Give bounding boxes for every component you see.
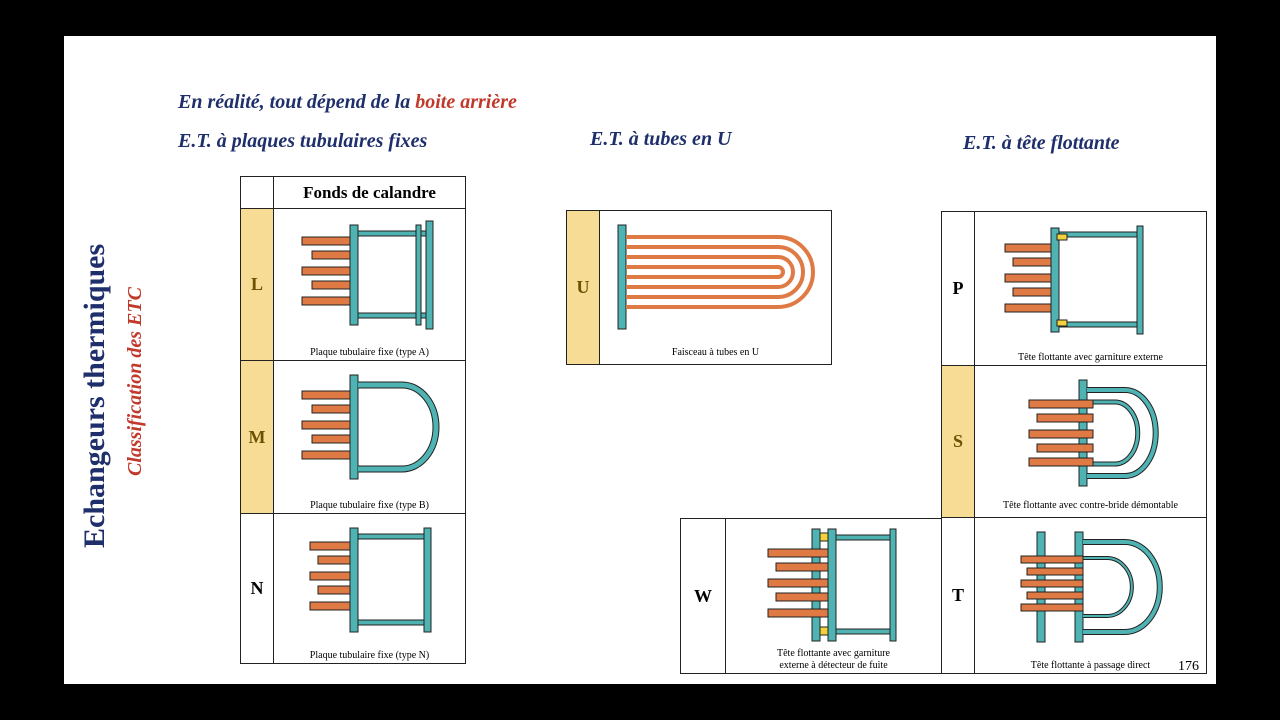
- vertical-subtitle: Classification des ETC: [124, 287, 146, 476]
- caption-W-line2: externe à détecteur de fuite: [779, 660, 888, 671]
- caption-M: Plaque tubulaire fixe (type B): [310, 500, 429, 511]
- row-code-S: S: [941, 365, 975, 518]
- caption-L: Plaque tubulaire fixe (type A): [310, 347, 429, 358]
- col-header-floating: E.T. à tête flottante: [963, 132, 1120, 154]
- vertical-title: Echangeurs thermiques: [78, 243, 111, 548]
- table-header: Fonds de calandre: [273, 176, 466, 209]
- caption-N: Plaque tubulaire fixe (type N): [309, 650, 430, 661]
- diagram-cell-P: Tête flottante avec garniture externe: [974, 211, 1207, 366]
- diagram-L: [301, 220, 434, 330]
- corner-cell: [240, 176, 274, 209]
- diagram-M: [301, 374, 440, 480]
- diagram-cell-L: Plaque tubulaire fixe (type A): [273, 208, 466, 361]
- w-table: W Tête flottante avec garniture: [680, 518, 942, 674]
- page-number: 176: [1178, 659, 1199, 674]
- diagram-W: [767, 528, 897, 642]
- caption-T: Tête flottante à passage direct: [1030, 660, 1151, 671]
- col-header-u-tubes: E.T. à tubes en U: [590, 128, 732, 150]
- diagram-N: [309, 527, 432, 633]
- diagram-cell-W: Tête flottante avec garniture externe à …: [725, 518, 942, 674]
- diagram-cell-U: Faisceau à tubes en U: [599, 210, 832, 365]
- diagram-S: [1028, 379, 1159, 487]
- subtitle-prefix: En réalité, tout dépend de la: [178, 91, 416, 113]
- diagram-U: [617, 224, 815, 330]
- row-code-W: W: [680, 518, 726, 674]
- caption-U: Faisceau à tubes en U: [671, 347, 760, 358]
- caption-W-line1: Tête flottante avec garniture: [777, 648, 890, 659]
- row-code-L: L: [240, 208, 274, 361]
- fixed-tubesheet-table: Fonds de calandre L Plaque tubulaire fix…: [240, 176, 466, 664]
- u-tube-table: U Faisceau à tubes en U: [566, 210, 832, 365]
- col-header-fixed: E.T. à plaques tubulaires fixes: [178, 130, 428, 152]
- row-code-N: N: [240, 513, 274, 664]
- slide: Echangeurs thermiques Classification des…: [64, 36, 1216, 684]
- diagram-cell-S: Tête flottante avec contre-bride démonta…: [974, 365, 1207, 518]
- diagram-cell-T: Tête flottante à passage direct: [974, 517, 1207, 674]
- row-code-P: P: [941, 211, 975, 366]
- diagram-cell-M: Plaque tubulaire fixe (type B): [273, 360, 466, 514]
- row-code-T: T: [941, 517, 975, 674]
- subtitle-highlight: boite arrière: [415, 91, 517, 113]
- caption-P: Tête flottante avec garniture externe: [1018, 352, 1163, 363]
- slide-subtitle: En réalité, tout dépend de la boite arri…: [178, 91, 517, 114]
- diagram-cell-N: Plaque tubulaire fixe (type N): [273, 513, 466, 664]
- caption-S: Tête flottante avec contre-bride démonta…: [1003, 500, 1178, 511]
- diagram-P: [1004, 225, 1144, 335]
- row-code-U: U: [566, 210, 600, 365]
- row-code-M: M: [240, 360, 274, 514]
- floating-head-table: P Tête flottante avec garniture externe: [941, 211, 1207, 674]
- diagram-T: [1020, 531, 1163, 643]
